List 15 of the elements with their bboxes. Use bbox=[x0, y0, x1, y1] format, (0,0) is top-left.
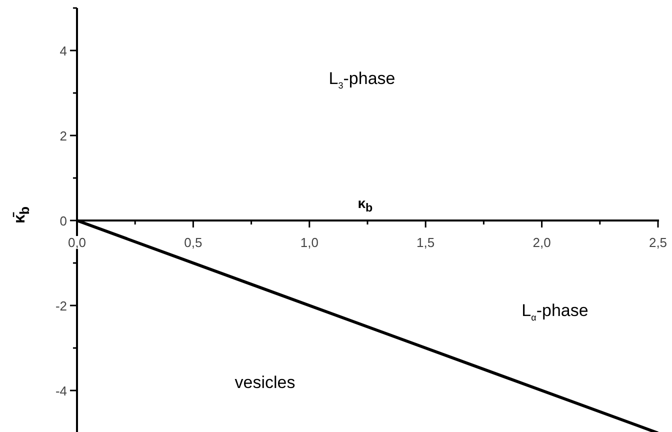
x-tick-label: 0,0 bbox=[68, 236, 86, 248]
x-tick-label: 1,0 bbox=[300, 236, 318, 248]
x-tick-label: 2,0 bbox=[532, 236, 551, 248]
region-label: L$_{α}$-phase bbox=[522, 300, 588, 324]
x-tick-label: 0,5 bbox=[184, 236, 202, 248]
y-tick-label: -2 bbox=[55, 299, 67, 312]
region-label: L$_{3}$-phase bbox=[328, 68, 396, 92]
y-tick-label: 0 bbox=[60, 214, 67, 227]
y-tick-label: -4 bbox=[55, 384, 67, 397]
region-label: vesicles bbox=[234, 372, 296, 394]
y-tick-label: 2 bbox=[60, 129, 67, 142]
y-tick-label: 4 bbox=[60, 44, 67, 57]
x-tick-label: 2,5 bbox=[648, 236, 668, 248]
x-axis-title: κ$_{b}$ bbox=[358, 195, 373, 214]
x-tick-label: 1,5 bbox=[416, 236, 435, 248]
